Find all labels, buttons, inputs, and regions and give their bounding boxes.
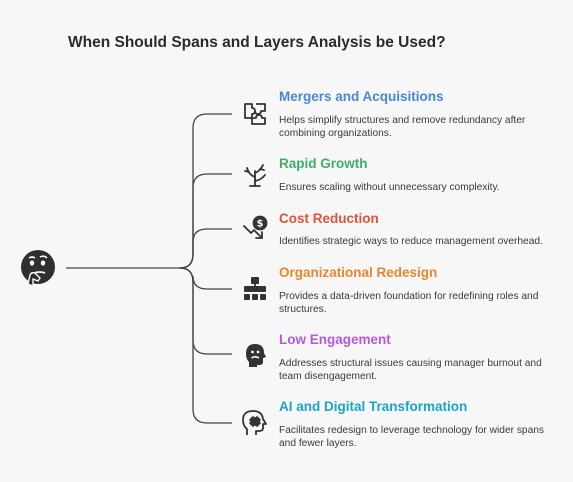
connector-5 bbox=[179, 267, 232, 355]
connector-6 bbox=[179, 267, 232, 424]
branching-plant-icon bbox=[240, 159, 270, 189]
org-structure-icon bbox=[240, 274, 270, 304]
frustrated-head-icon bbox=[240, 339, 270, 369]
item-title-low-engagement: Low Engagement bbox=[279, 332, 391, 347]
svg-text:$: $ bbox=[257, 219, 264, 230]
item-title-mergers: Mergers and Acquisitions bbox=[279, 89, 444, 104]
connector-1 bbox=[179, 113, 232, 269]
page-title: When Should Spans and Layers Analysis be… bbox=[68, 34, 446, 51]
connector-4 bbox=[179, 267, 232, 290]
item-title-rapid-growth: Rapid Growth bbox=[279, 156, 368, 171]
item-desc-rapid-growth: Ensures scaling without unnecessary comp… bbox=[279, 182, 500, 193]
item-desc-cost-reduction: Identifies strategic ways to reduce mana… bbox=[279, 236, 543, 247]
item-desc-low-engagement: Addresses structural issues causing mana… bbox=[279, 358, 542, 382]
item-desc-mergers: Helps simplify structures and remove red… bbox=[279, 115, 526, 139]
item-title-cost-reduction: Cost Reduction bbox=[279, 211, 379, 226]
item-desc-ai-transformation: Facilitates redesign to leverage technol… bbox=[279, 425, 545, 449]
connector-2 bbox=[179, 173, 232, 269]
item-title-ai-transformation: AI and Digital Transformation bbox=[279, 399, 468, 414]
dollar-down-arrow-icon: $ bbox=[240, 214, 270, 244]
thinking-face-icon bbox=[18, 248, 58, 288]
connector-3 bbox=[179, 228, 232, 269]
item-title-org-redesign: Organizational Redesign bbox=[279, 265, 438, 280]
puzzle-icon bbox=[240, 99, 270, 129]
ai-head-icon bbox=[240, 408, 270, 438]
item-desc-org-redesign: Provides a data-driven foundation for re… bbox=[279, 291, 539, 315]
